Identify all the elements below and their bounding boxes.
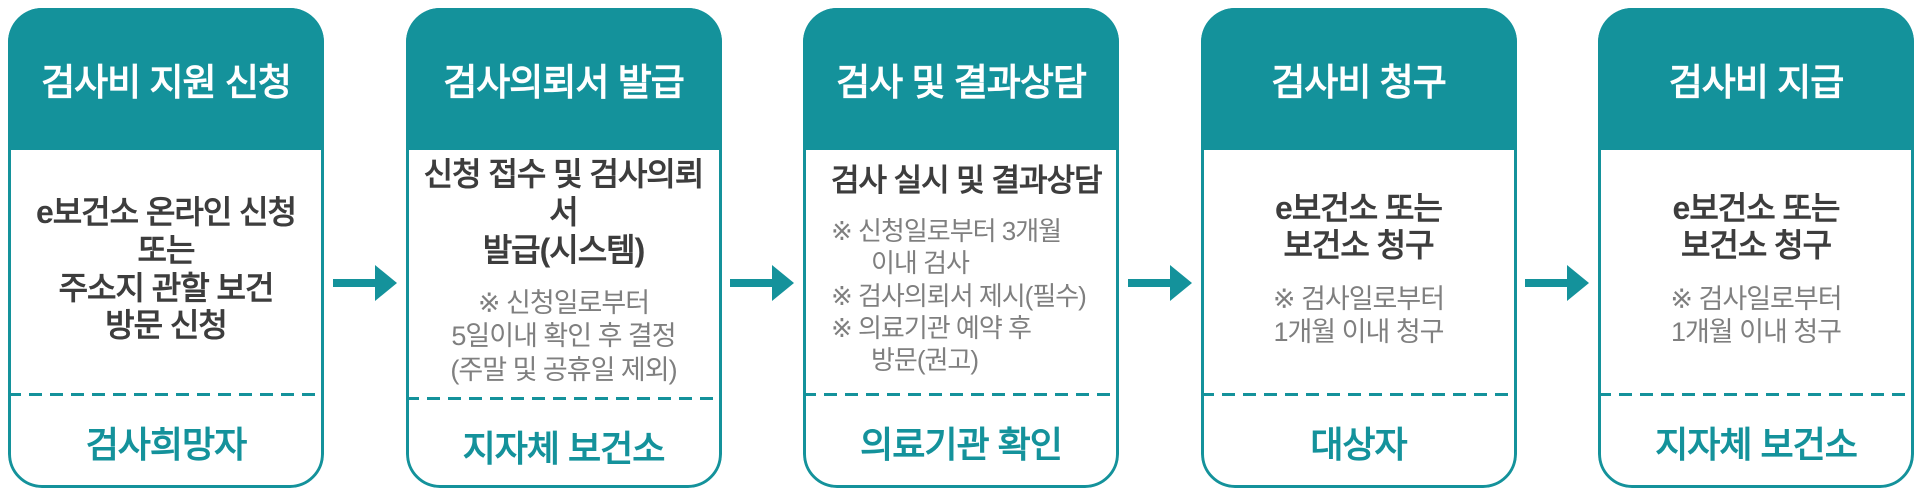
step-body: 신청 접수 및 검사의뢰서 발급(시스템) ※ 신청일로부터 5일이내 확인 후… bbox=[406, 150, 722, 397]
body-line: e보건소 또는 bbox=[1275, 189, 1443, 226]
actor-label: 의료기관 확인 bbox=[860, 424, 1063, 465]
step-card-apply-support: 검사비 지원 신청 e보건소 온라인 신청 또는 주소지 관할 보건 방문 신청… bbox=[8, 8, 324, 488]
step-title: 검사비 지원 신청 bbox=[8, 8, 324, 150]
body-line: e보건소 또는 bbox=[1672, 189, 1841, 226]
arrow-right-icon bbox=[332, 265, 397, 301]
note-line: 방문(권고) bbox=[871, 345, 979, 376]
step-body: e보건소 온라인 신청 또는 주소지 관할 보건 방문 신청 bbox=[8, 150, 324, 393]
dashed-divider bbox=[405, 396, 722, 400]
dashed-divider bbox=[1598, 393, 1914, 396]
note-line: (주말 및 공휴일 제외) bbox=[450, 354, 677, 385]
note-line: 1개월 이내 청구 bbox=[1273, 317, 1444, 348]
note-block: ※ 검사일로부터 1개월 이내 청구 bbox=[1272, 283, 1445, 349]
actor-label: 지자체 보건소 bbox=[1655, 424, 1858, 465]
note-line: ※ 검사일로부터 bbox=[1272, 284, 1445, 315]
note-line: ※ 신청일로부터 bbox=[477, 288, 650, 319]
note-line: 5일이내 확인 후 결정 bbox=[451, 321, 676, 352]
arrow-right-icon bbox=[1525, 265, 1590, 301]
body-line: 주소지 관할 보건 bbox=[58, 269, 275, 306]
step-title: 검사비 청구 bbox=[1200, 8, 1517, 150]
dashed-divider bbox=[803, 393, 1119, 396]
actor-label: 지자체 보건소 bbox=[462, 427, 666, 469]
step-card-test-consult: 검사 및 결과상담 검사 실시 및 결과상담 ※ 신청일로부터 3개월 이내 검… bbox=[803, 8, 1119, 488]
dashed-divider bbox=[8, 393, 324, 396]
note-block: ※ 신청일로부터 5일이내 확인 후 결정 (주말 및 공휴일 제외) bbox=[450, 287, 677, 387]
step-card-fee-payment: 검사비 지급 e보건소 또는 보건소 청구 ※ 검사일로부터 1개월 이내 청구… bbox=[1598, 8, 1914, 488]
flow-arrow-3 bbox=[1119, 8, 1201, 488]
dashed-divider bbox=[1200, 393, 1517, 396]
step-body: e보건소 또는 보건소 청구 ※ 검사일로부터 1개월 이내 청구 bbox=[1598, 150, 1914, 393]
arrow-right-icon bbox=[730, 265, 795, 301]
body-line: 방문 신청 bbox=[105, 307, 228, 344]
note-line: 1개월 이내 청구 bbox=[1670, 317, 1842, 348]
body-line: 보건소 청구 bbox=[1283, 227, 1434, 264]
body-line: 신청 접수 및 검사의뢰서 bbox=[423, 156, 705, 230]
step-title: 검사의뢰서 발급 bbox=[405, 8, 722, 150]
note-line: ※ 의료기관 예약 후 bbox=[831, 312, 1032, 343]
step-title: 검사비 지급 bbox=[1598, 8, 1914, 150]
step-body: 검사 실시 및 결과상담 ※ 신청일로부터 3개월 이내 검사 ※ 검사의뢰서 … bbox=[803, 150, 1119, 393]
flow-arrow-4 bbox=[1517, 8, 1599, 488]
arrow-right-icon bbox=[1127, 265, 1192, 301]
actor-label: 검사희망자 bbox=[85, 424, 248, 465]
actor-label: 대상자 bbox=[1310, 424, 1407, 465]
note-block: ※ 신청일로부터 3개월 이내 검사 ※ 검사의뢰서 제시(필수) ※ 의료기관… bbox=[831, 215, 1087, 376]
flow-arrow-1 bbox=[324, 8, 406, 488]
body-line: 검사 실시 및 결과상담 bbox=[831, 162, 1103, 198]
body-line: e보건소 온라인 신청 bbox=[35, 194, 297, 230]
body-line: 보건소 청구 bbox=[1680, 227, 1832, 264]
note-line: 이내 검사 bbox=[871, 248, 970, 279]
flow-arrow-2 bbox=[722, 8, 804, 488]
note-line: ※ 신청일로부터 3개월 bbox=[831, 216, 1062, 247]
step-title: 검사 및 결과상담 bbox=[803, 8, 1119, 150]
note-line: ※ 검사일로부터 bbox=[1670, 284, 1842, 315]
note-block: ※ 검사일로부터 1개월 이내 청구 bbox=[1670, 283, 1842, 349]
step-card-request-issue: 검사의뢰서 발급 신청 접수 및 검사의뢰서 발급(시스템) ※ 신청일로부터 … bbox=[405, 8, 722, 488]
body-line: 또는 bbox=[137, 231, 196, 268]
note-line: ※ 검사의뢰서 제시(필수) bbox=[831, 280, 1087, 311]
step-card-fee-claim: 검사비 청구 e보건소 또는 보건소 청구 ※ 검사일로부터 1개월 이내 청구… bbox=[1200, 8, 1517, 488]
step-body: e보건소 또는 보건소 청구 ※ 검사일로부터 1개월 이내 청구 bbox=[1201, 150, 1517, 393]
body-line: 발급(시스템) bbox=[482, 231, 646, 268]
